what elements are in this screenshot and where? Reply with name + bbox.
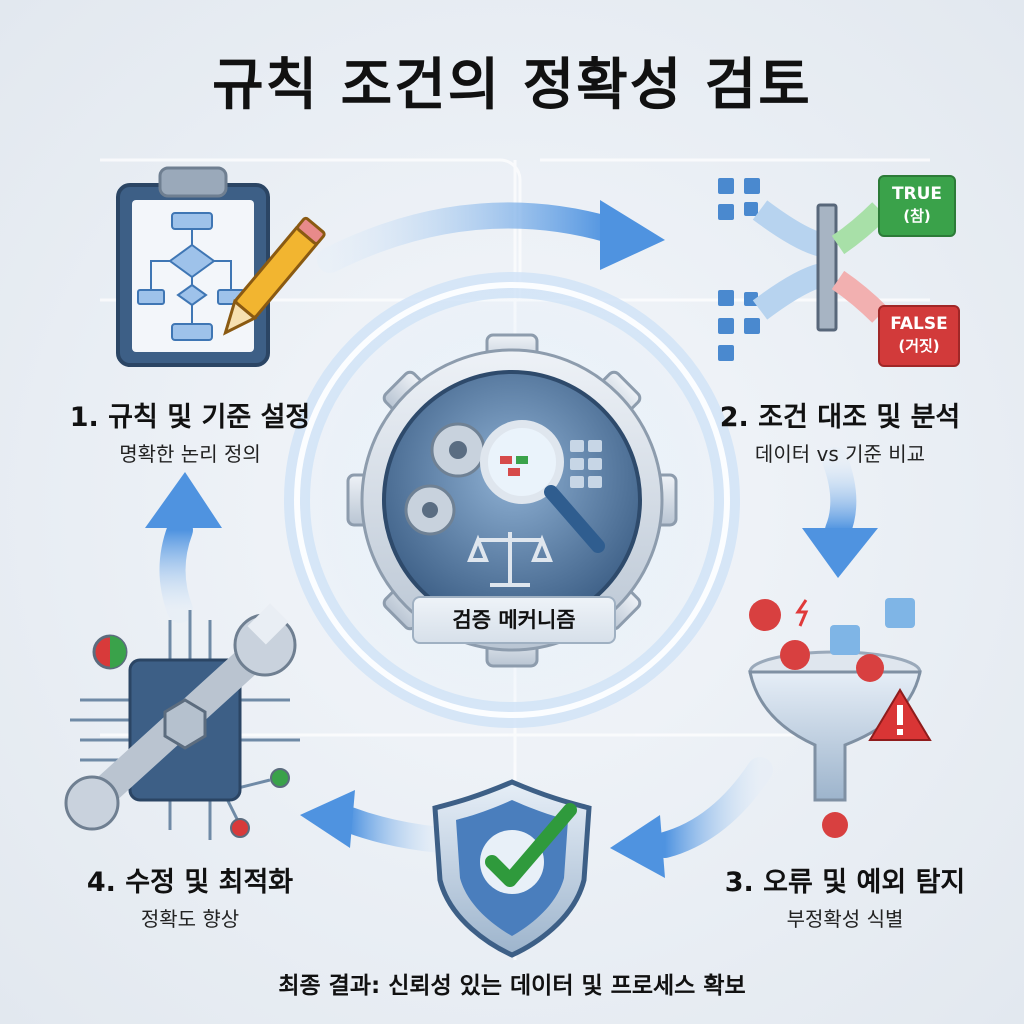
small-gears-icon	[404, 422, 486, 536]
arrow-4-to-1	[145, 472, 222, 623]
step-1-subtitle: 명확한 논리 정의	[119, 442, 261, 466]
arrow-1-to-2	[317, 200, 665, 273]
step-2: 2. 조건 대조 및 분석 데이터 vs 기준 비교	[690, 395, 990, 467]
step-1-title: 1. 규칙 및 기준 설정	[69, 402, 311, 433]
shield-check-icon	[432, 779, 592, 958]
step-3-title: 3. 오류 및 예외 탐지	[724, 867, 966, 898]
wrench-icon	[64, 603, 297, 831]
arrow-2-to-3	[802, 447, 878, 578]
data-grid-icon	[570, 440, 602, 488]
final-result: 최종 결과: 신뢰성 있는 데이터 및 프로세스 확보	[278, 973, 746, 999]
funnel-icon	[748, 598, 932, 802]
step-2-title: 2. 조건 대조 및 분석	[719, 402, 961, 433]
bug-icon	[749, 599, 884, 838]
arrow-3-to-4-left	[300, 790, 453, 853]
step-4: 4. 수정 및 최적화 정확도 향상	[40, 860, 340, 932]
step-4-subtitle: 정확도 향상	[140, 907, 240, 931]
step-2-subtitle: 데이터 vs 기준 비교	[754, 442, 926, 466]
center-mechanism-label: 검증 메커니즘	[412, 596, 616, 644]
clipboard-icon	[116, 166, 270, 367]
lightning-icon	[795, 599, 809, 627]
step-3: 3. 오류 및 예외 탐지 부정확성 식별	[690, 860, 1000, 932]
step-1: 1. 규칙 및 기준 설정 명확한 논리 정의	[40, 395, 340, 467]
page-title: 규칙 조건의 정확성 검토	[212, 53, 812, 118]
true-badge: TRUE (참)	[878, 175, 956, 237]
arrow-3-to-4-right	[610, 757, 773, 878]
data-filter-icon	[718, 178, 888, 361]
scale-icon	[467, 532, 553, 587]
status-light-icon	[92, 634, 290, 838]
step-4-title: 4. 수정 및 최적화	[86, 867, 294, 898]
pencil-icon	[222, 216, 326, 336]
magnifier-icon	[480, 420, 605, 553]
false-badge: FALSE (거짓)	[878, 305, 960, 367]
step-3-subtitle: 부정확성 식별	[786, 907, 904, 931]
